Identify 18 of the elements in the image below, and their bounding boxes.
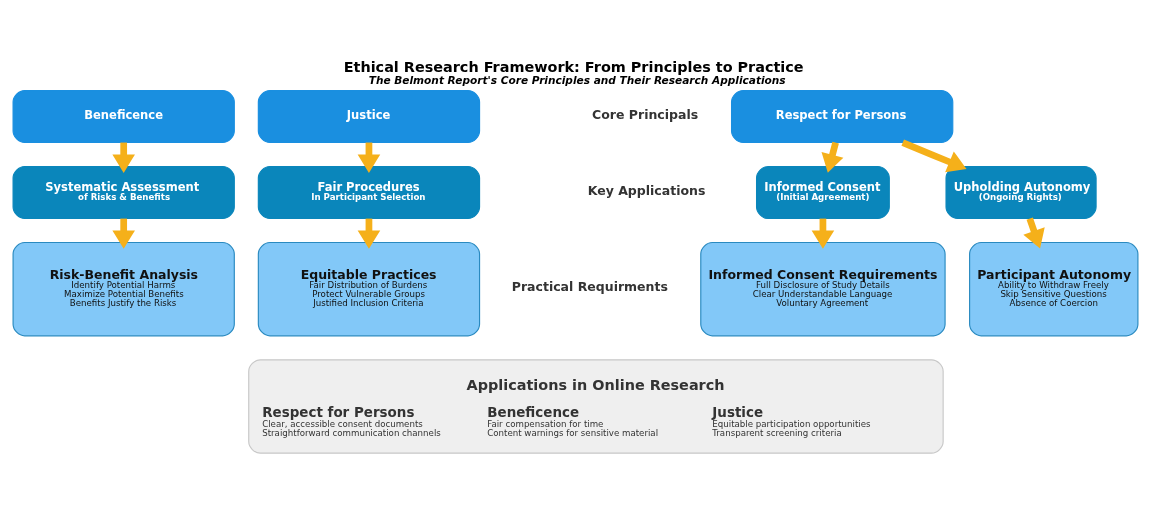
caption: The Belmont Report's Core Principles and Their Research Applications xyxy=(368,73,786,86)
label: Core Principals xyxy=(592,106,699,122)
node-box: Respect for Persons xyxy=(730,89,954,143)
node-box: Fair Procedures In Participant Selection xyxy=(257,165,481,219)
node-box: Upholding Autonomy (Ongoing Rights) xyxy=(945,165,1097,219)
node-box: Participant Autonomy Ability to Withdraw Freely Skip Sensitive Questions Absence of Coercion xyxy=(969,241,1139,336)
label: Key Applications xyxy=(587,182,706,198)
node-box: Informed Consent Requirements Full Disclosure of Study Details Clear Understandable Language Voluntary Agreement xyxy=(700,241,946,336)
node-box: Systematic Assessment of Risks & Benefits xyxy=(12,165,235,219)
node-box: Equitable Practices Fair Distribution of Burdens Protect Vulnerable Groups Justified Inclusion Criteria xyxy=(257,241,481,336)
diagram-title: Ethical Research Framework: From Principles to Practice xyxy=(343,58,804,75)
node-box: Applications in Online Research Respect for Persons Clear, accessible consent documents Straightforward communication channels Beneficence Fair compensation for time Content warnings for sensitive material Justice Equitable participation opportunities Transparent screening criteria xyxy=(248,358,944,454)
label: Practical Requirments xyxy=(511,278,668,294)
arrow xyxy=(901,138,967,172)
node-box: Informed Consent (Initial Agreement) xyxy=(756,165,890,219)
node-box: Justice xyxy=(257,89,481,143)
node-box: Risk-Benefit Analysis Identify Potential Harms Maximize Potential Benefits Benefits Justify the Risks xyxy=(12,241,235,336)
node-box: Beneficence xyxy=(12,89,235,143)
